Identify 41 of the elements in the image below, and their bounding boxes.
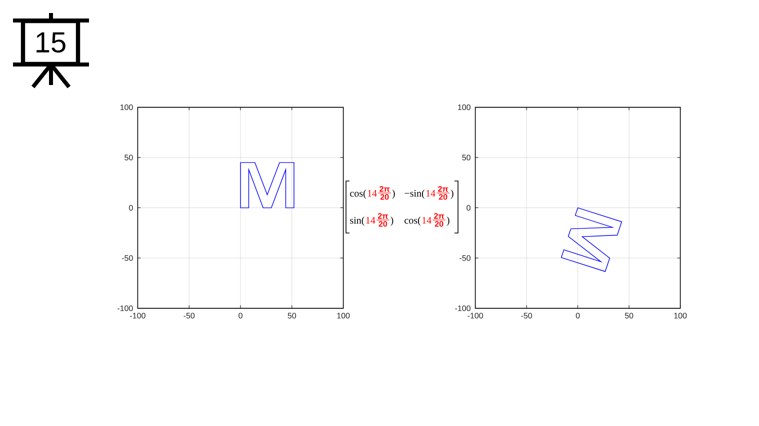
y-tick-label: -100 [455,305,470,312]
numerator: 2π [380,186,390,192]
y-tick-label: 50 [462,154,470,160]
y-tick-label: 100 [458,104,470,110]
x-tick-label: 0 [576,312,580,318]
y-tick-label: 0 [129,204,133,211]
parenthesis: ) [392,190,395,199]
coefficient: 14 [426,190,436,197]
x-tick-label: 50 [288,312,296,318]
parenthesis: ) [446,216,450,226]
coefficient: 14 [368,190,377,197]
board-sign: 15 [20,18,80,66]
coefficient: 14 [422,217,432,224]
x-tick-label: -100 [468,312,483,318]
x-tick-label: -50 [184,312,195,318]
parenthesis: ) [390,216,394,226]
y-tick-label: 100 [120,104,133,110]
y-tick-label: -50 [460,255,470,261]
y-tick-label: 0 [466,204,470,211]
denominator: 20 [434,221,444,227]
denominator: 20 [378,221,388,227]
denominator: 20 [380,194,389,200]
x-tick-label: 100 [337,312,350,318]
function-name: cos( [350,190,366,199]
numerator: 2π [378,213,388,219]
y-tick-label: -50 [122,255,133,261]
denominator: 20 [438,194,448,200]
x-tick-label: -100 [130,312,146,318]
y-tick-label: 50 [124,154,133,160]
x-tick-label: 100 [674,312,687,318]
numerator: 2π [434,213,444,219]
x-tick-label: 50 [624,312,634,318]
numerator: 2π [438,186,448,192]
parenthesis: ) [450,190,454,199]
x-tick-label: 0 [238,312,242,318]
function-name: sin( [350,216,364,226]
function-name: −sin( [404,190,425,199]
x-tick-label: -50 [521,312,532,318]
coefficient: 14 [366,217,376,224]
function-name: cos( [404,216,421,226]
y-tick-label: -100 [118,305,133,312]
